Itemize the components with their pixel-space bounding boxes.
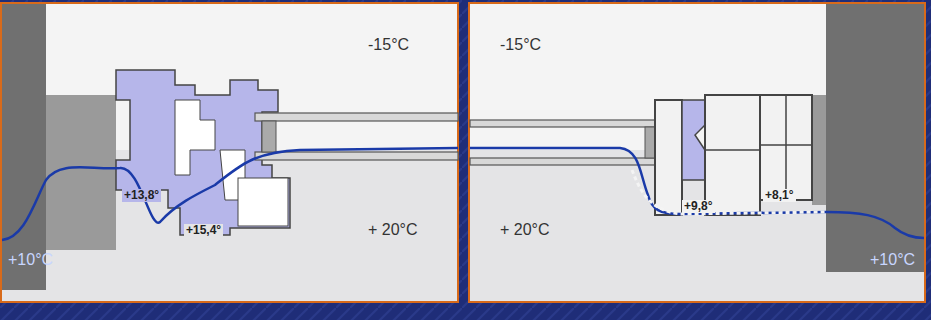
surface-temperature: +8,1°	[763, 189, 796, 202]
aluminium-frame	[705, 95, 760, 215]
surface-temperature: +13,8°	[122, 189, 161, 202]
outside-temperature: -15°C	[500, 36, 541, 54]
glass-pane	[255, 113, 458, 121]
isotherm-line	[470, 148, 826, 214]
wall	[2, 4, 46, 290]
isotherm-dash-gaps	[632, 170, 826, 214]
aluminium-sash	[655, 100, 682, 215]
isotherm-line	[826, 212, 924, 238]
thermal-break	[682, 100, 705, 180]
inside-temperature: + 20°C	[500, 221, 550, 239]
wall	[826, 4, 924, 272]
surface-temperature: +9,8°	[682, 200, 715, 213]
aluminium-cover	[238, 178, 288, 226]
surface-temperature: +15,4°	[184, 224, 223, 237]
glass-pane	[470, 158, 660, 165]
wall-temperature: +10°C	[870, 251, 915, 269]
profile-webs	[705, 95, 812, 200]
panel-outside	[469, 3, 925, 302]
inside-temperature: + 20°C	[368, 221, 418, 239]
wall-temperature: +10°C	[8, 251, 53, 269]
isotherm-line	[2, 148, 458, 240]
glass-spacer	[262, 121, 276, 152]
outside-temperature: -15°C	[368, 36, 409, 54]
panel-outside	[1, 3, 458, 302]
timber-frame	[116, 70, 290, 235]
glass-pane	[255, 152, 458, 160]
frame-cavity	[175, 100, 215, 175]
glass-pane	[470, 120, 660, 127]
wall-reveal	[812, 95, 826, 205]
